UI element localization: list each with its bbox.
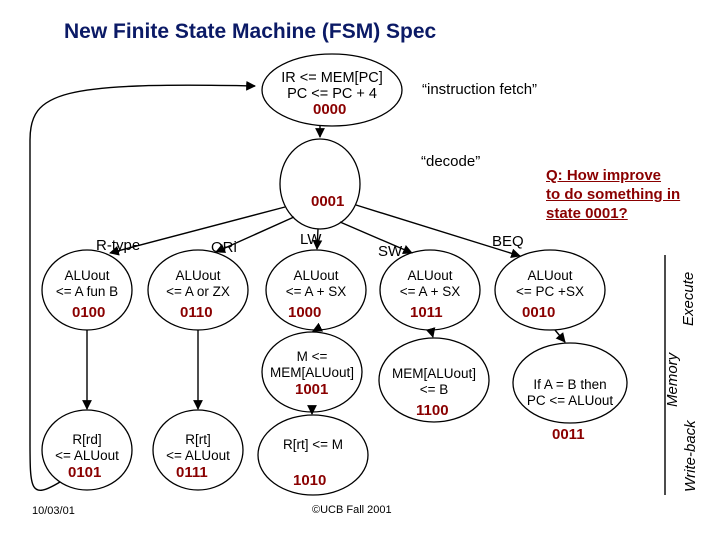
lw-mem-line1: M <= [296,349,328,364]
branch-label-rtype: R-type [96,237,141,254]
state-decode [279,138,361,230]
state-rtype-wb [41,409,133,491]
footer-date: 10/03/01 [32,505,75,517]
state-beq-branch-label: If A = B then PC <= ALUout [513,377,627,409]
ori-exec-line1: ALUout [175,268,221,283]
state-rtype-wb-label: R[rd] <= ALUout [42,432,132,464]
beq-branch-line2: PC <= ALUout [526,393,614,408]
state-sw-mem [378,337,490,423]
state-fetch-code: 0000 [313,101,347,118]
beq-branch-line1: If A = B then [533,377,607,392]
state-beq-branch [512,342,628,424]
lw-exec-line2: <= A + SX [285,284,347,299]
state-decode-code: 0001 [311,193,345,210]
edge-decode-rtype [109,206,286,256]
sw-mem-line1: MEM[ALUout] [391,366,477,381]
edge-lw-mem [312,322,324,332]
branch-label-beq: BEQ [492,233,524,250]
state-ori-wb [152,409,244,491]
state-sw-mem-code: 1100 [416,402,449,419]
edge-decode-ori [215,216,295,253]
decode-annotation: “decode” [421,153,481,170]
state-ori-exec-code: 0110 [180,304,213,321]
state-lw-exec-label: ALUout <= A + SX [266,268,366,300]
side-label-write-back: Write-back [682,420,699,492]
lw-exec-line1: ALUout [293,268,339,283]
edge-return-to-fetch [29,80,256,492]
state-sw-exec-code: 1011 [410,304,443,321]
sw-exec-line1: ALUout [407,268,453,283]
beq-exec-line1: ALUout [527,268,573,283]
state-lw-wb [257,414,369,496]
state-fetch-line1: IR <= MEM[PC] [281,70,383,86]
state-ori-wb-code: 0111 [176,464,208,481]
state-rtype-exec-label: ALUout <= A fun B [42,268,132,300]
state-lw-mem-label: M <= MEM[ALUout] [262,349,362,381]
question-line3: state 0001? [546,205,628,222]
fetch-annotation: “instruction fetch” [422,81,538,98]
question-note: Q: How improve to do something in state … [546,166,680,223]
state-beq-exec-code: 0010 [522,304,556,321]
state-ori-wb-label: R[rt] <= ALUout [153,432,243,464]
state-rtype-wb-code: 0101 [68,464,102,481]
page-title: New Finite State Machine (FSM) Spec [64,20,437,43]
state-fetch-label: IR <= MEM[PC] PC <= PC + 4 [262,70,402,102]
state-lw-exec-code: 1000 [288,304,322,321]
branch-label-lw: LW [300,231,322,248]
state-fetch-line2: PC <= PC + 4 [287,86,377,102]
state-beq-exec-label: ALUout <= PC +SX [495,268,605,300]
rtype-exec-line2: <= A fun B [55,284,119,299]
lw-mem-line2: MEM[ALUout] [269,365,355,380]
rtype-wb-line1: R[rd] [72,432,102,447]
ori-exec-line2: <= A or ZX [166,284,230,299]
ori-wb-line2: <= ALUout [166,448,230,463]
lw-wb-line1: R[rt] <= M [282,437,343,452]
branch-label-sw: SW [378,243,403,260]
state-rtype-exec-code: 0100 [72,304,106,321]
edge-decode-beq [355,204,521,259]
state-beq-branch-code: 0011 [552,426,585,443]
edge-beq-branch [554,329,566,343]
side-label-execute: Execute [680,271,697,326]
rtype-wb-line2: <= ALUout [55,448,119,463]
rtype-exec-line1: ALUout [64,268,110,283]
side-label-memory: Memory [664,352,681,407]
edge-decode-lw [312,228,323,250]
sw-exec-line2: <= A + SX [399,284,461,299]
state-fetch [261,53,403,127]
state-sw-exec-label: ALUout <= A + SX [380,268,480,300]
branch-label-ori: ORi [211,239,237,256]
beq-exec-line2: <= PC +SX [516,284,584,299]
edge-sw-mem [425,327,436,338]
sw-mem-line2: <= B [419,382,449,397]
state-lw-wb-code: 1010 [293,472,327,489]
state-lw-mem-code: 1001 [295,381,329,398]
state-lw-wb-label: R[rt] <= M [258,437,368,453]
question-line2: to do something in [546,186,681,203]
state-ori-exec-label: ALUout <= A or ZX [148,268,248,300]
footer-copyright: ©UCB Fall 2001 [312,504,392,516]
state-sw-mem-label: MEM[ALUout] <= B [379,366,489,398]
ori-wb-line1: R[rt] [185,432,211,447]
question-line1: Q: How improve [546,167,662,184]
state-beq-exec [494,249,606,331]
edge-decode-sw [339,221,413,255]
